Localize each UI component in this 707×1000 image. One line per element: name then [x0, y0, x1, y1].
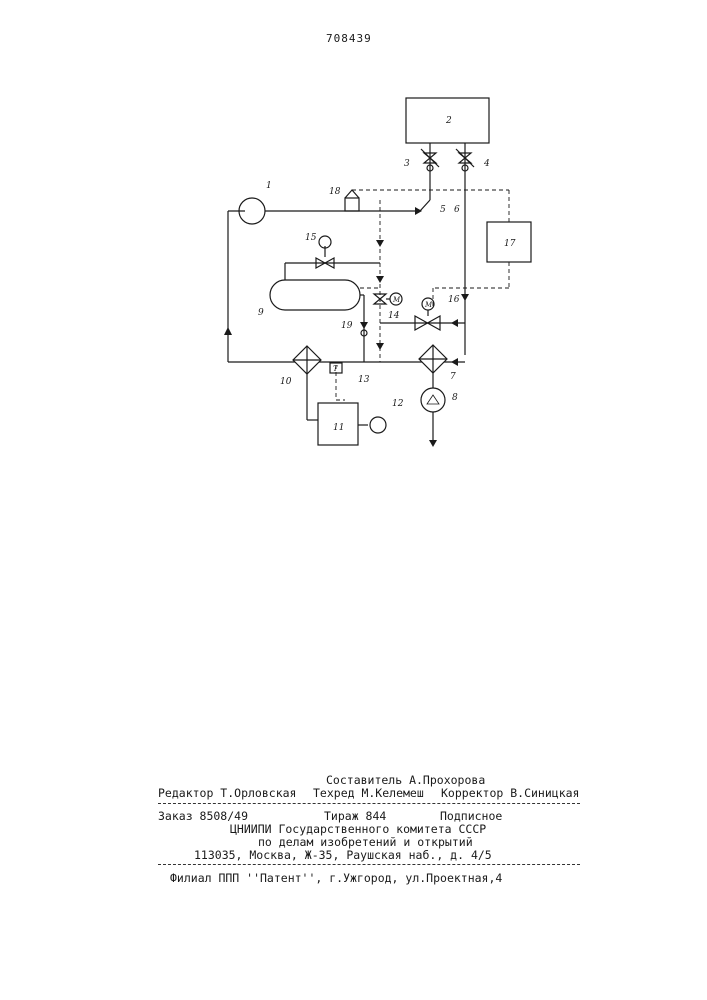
label-16: 16: [448, 295, 460, 305]
label-17: 17: [504, 239, 516, 249]
hydraulic-schematic: 1 2 3 4 5 6 7 8 9 10 11 12 13 14 15 16 1…: [0, 0, 707, 480]
label-14: 14: [388, 311, 400, 321]
label-18: 18: [329, 187, 341, 197]
fan-12: [370, 417, 386, 433]
corrector-line: Корректор В.Синицкая: [441, 786, 579, 800]
label-7: 7: [450, 372, 456, 382]
org-line-1: ЦНИИПИ Государственного комитета СССР: [230, 822, 486, 836]
divider-1: [158, 803, 580, 804]
motor-label-14: M: [392, 296, 401, 304]
tank-9: [270, 280, 360, 310]
label-19: 19: [341, 321, 353, 331]
label-3: 3: [404, 159, 410, 169]
label-1: 1: [266, 181, 272, 191]
address-line: 113035, Москва, Ж-35, Раушская наб., д. …: [194, 848, 492, 862]
techred-line: Техред М.Келемеш: [313, 786, 424, 800]
label-15: 15: [305, 233, 317, 243]
subscription-line: Подписное: [440, 809, 502, 823]
label-6: 6: [454, 205, 460, 215]
editor-line: Редактор Т.Орловская: [158, 786, 296, 800]
element-13-label: T: [333, 365, 339, 373]
label-2: 2: [445, 116, 452, 126]
divider-2: [158, 864, 580, 865]
label-5: 5: [440, 205, 446, 215]
branch-line: Филиал ППП ''Патент'', г.Ужгород, ул.Про…: [170, 871, 502, 885]
label-13: 13: [358, 375, 370, 385]
label-12: 12: [392, 399, 404, 409]
label-9: 9: [258, 308, 264, 318]
compiler-line: Составитель А.Прохорова: [326, 773, 485, 787]
order-line: Заказ 8508/49: [158, 809, 248, 823]
pump-8: [421, 388, 445, 412]
label-8: 8: [452, 393, 458, 403]
motor-label-16: M: [424, 301, 433, 309]
element-18: [345, 198, 359, 211]
label-11: 11: [333, 423, 344, 433]
label-4: 4: [483, 159, 490, 169]
circulation-line: Тираж 844: [324, 809, 386, 823]
org-line-2: по делам изобретений и открытий: [258, 835, 473, 849]
label-10: 10: [280, 377, 292, 387]
